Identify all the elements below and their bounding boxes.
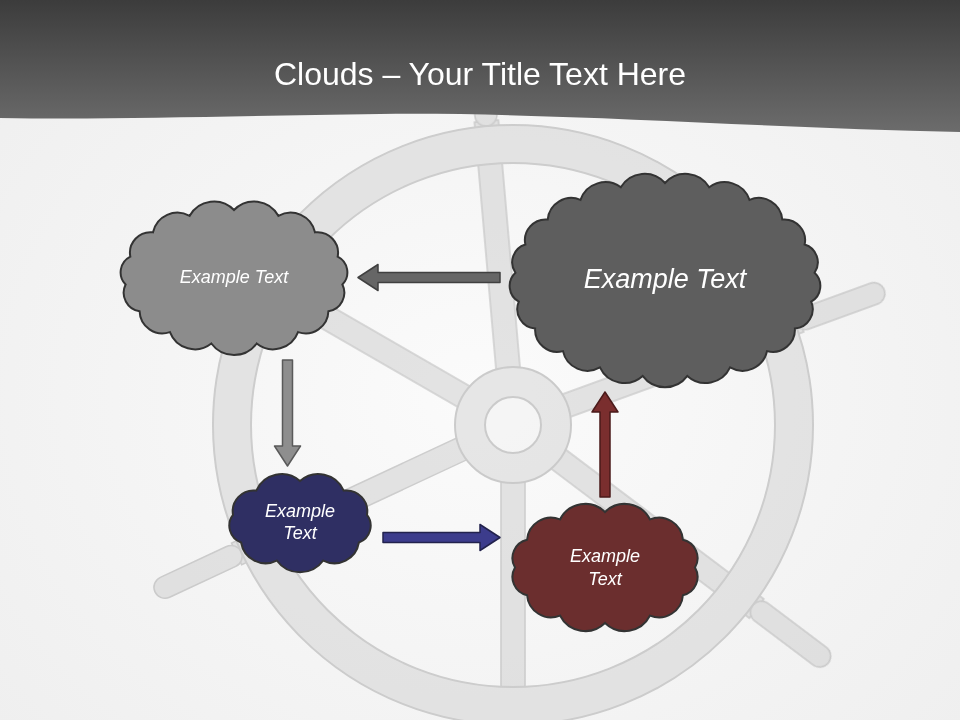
cloud-shape — [217, 466, 383, 578]
cloud-text: Example Text — [558, 545, 653, 590]
cloud-outline — [229, 474, 370, 572]
flow-arrow — [358, 265, 500, 291]
wheel-hub-hole — [485, 397, 541, 453]
cloud-outline — [512, 504, 697, 631]
cloud-text: Example Text — [180, 266, 288, 289]
flow-arrow — [592, 392, 618, 497]
wheel-spokes — [150, 30, 888, 720]
cloud-outline — [121, 201, 348, 355]
cloud-node: Example Text — [500, 497, 710, 638]
cloud-shape — [500, 497, 710, 638]
flow-arrow — [383, 525, 500, 551]
ship-wheel-group — [150, 30, 888, 720]
cloud-node: Example Text — [217, 466, 383, 578]
wheel-hub — [455, 367, 571, 483]
header-shape — [0, 0, 960, 132]
cloud-node: Example Text — [500, 168, 830, 392]
flow-arrow — [275, 360, 301, 466]
cloud-outline — [510, 174, 821, 387]
cloud-text: Example Text — [253, 500, 348, 545]
cloud-text: Example Text — [584, 263, 747, 297]
cloud-node: Example Text — [110, 195, 358, 360]
slide-title: Clouds – Your Title Text Here — [0, 52, 960, 96]
